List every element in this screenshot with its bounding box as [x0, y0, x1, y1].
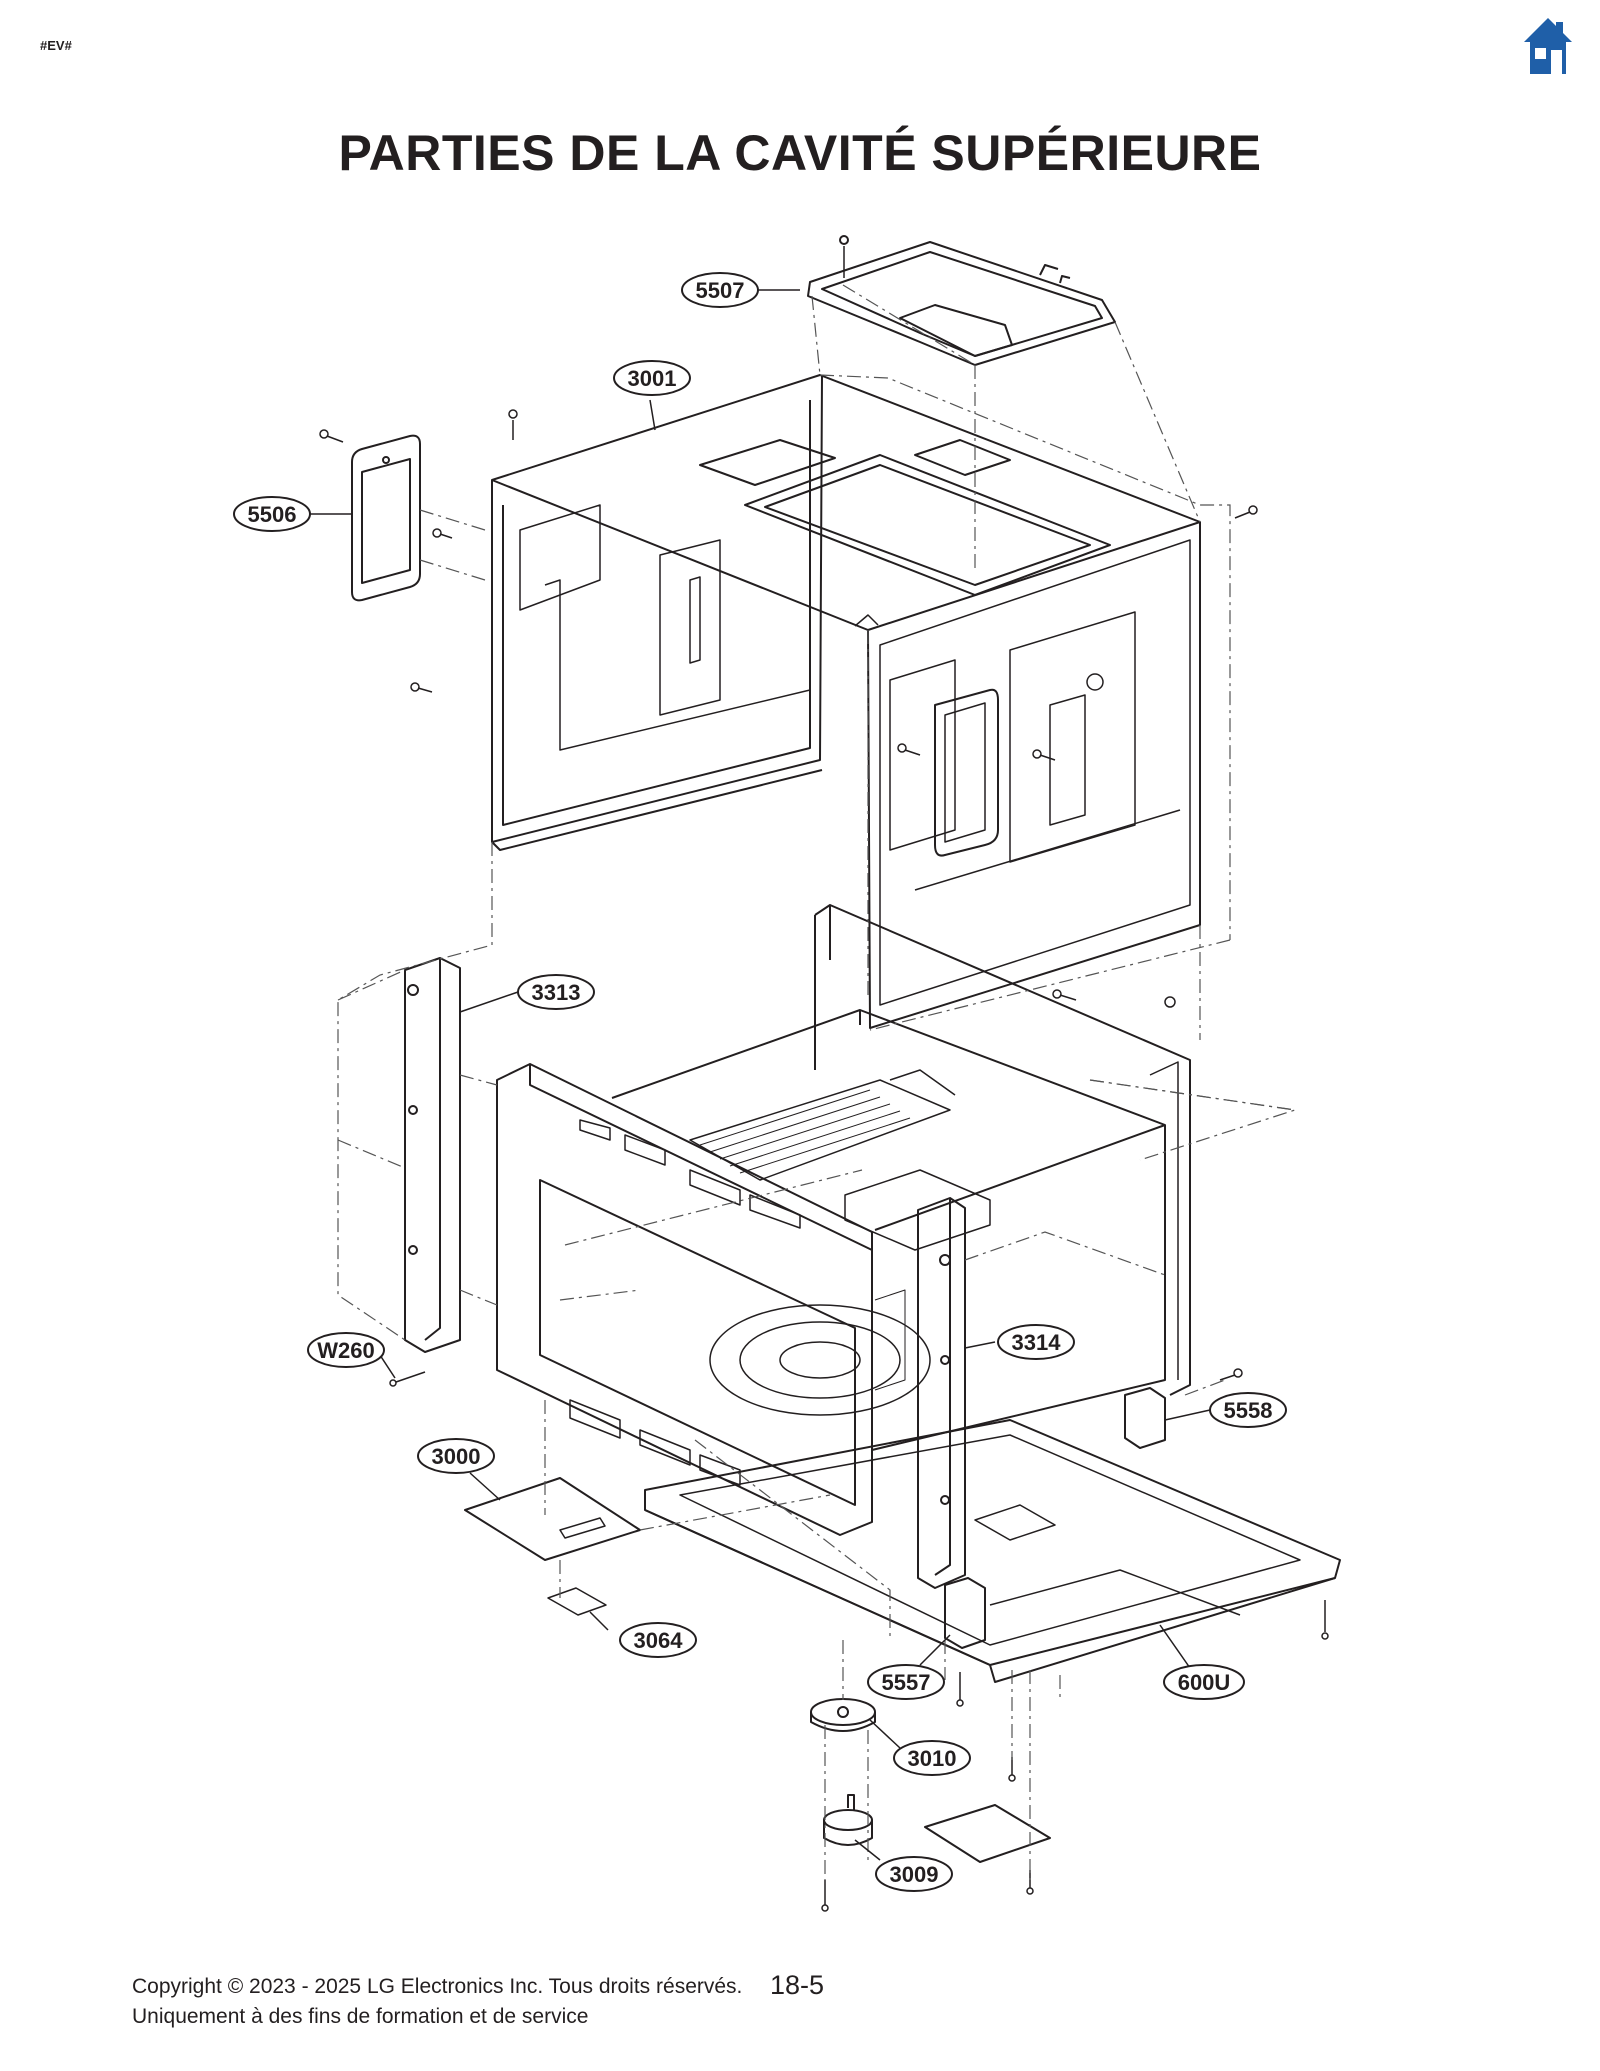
copyright-line-2: Uniquement à des fins de formation et de…: [132, 2005, 589, 2028]
svg-text:3001: 3001: [628, 366, 677, 391]
svg-text:3064: 3064: [634, 1628, 684, 1653]
svg-text:W260: W260: [317, 1338, 374, 1363]
callout-3314: 3314: [997, 1324, 1075, 1360]
callout-3000: 3000: [417, 1438, 495, 1474]
copyright-notice: Copyright © 2023 - 2025 LG Electronics I…: [132, 1972, 742, 2032]
callout-3001: 3001: [613, 360, 691, 396]
part-3314-bracket: [917, 1197, 966, 1589]
svg-text:3010: 3010: [908, 1746, 957, 1771]
svg-text:5558: 5558: [1224, 1398, 1273, 1423]
part-3313-bracket: [404, 957, 461, 1353]
part-3010-coupler: [810, 1698, 876, 1732]
page-number: 18-5: [770, 1970, 825, 2000]
callout-3313: 3313: [517, 974, 595, 1010]
callout-3064: 3064: [619, 1622, 697, 1658]
callout-W260: W260: [307, 1332, 385, 1368]
svg-text:5507: 5507: [696, 278, 745, 303]
part-motor-cover: [924, 1804, 1051, 1863]
svg-text:3009: 3009: [890, 1862, 939, 1887]
document-tag: #EV#: [40, 38, 72, 53]
part-5507-cover: [807, 241, 1116, 366]
part-3001-outer-case: [491, 374, 1201, 1029]
page-title: PARTIES DE LA CAVITÉ SUPÉRIEURE: [338, 125, 1262, 181]
assembly-lines: [337, 284, 1296, 1880]
svg-text:3313: 3313: [532, 980, 581, 1005]
callout-3009: 3009: [875, 1856, 953, 1892]
svg-text:3000: 3000: [432, 1444, 481, 1469]
part-5506-gasket: [351, 434, 421, 602]
part-3009-motor: [823, 1794, 873, 1846]
callout-5557: 5557: [867, 1664, 945, 1700]
part-cavity-frame: [496, 1063, 873, 1536]
leader-lines: [308, 289, 1211, 1861]
part-5558-foot: [1124, 1387, 1166, 1449]
home-icon: [1524, 18, 1572, 74]
part-back-panel: [814, 904, 1191, 1396]
part-3064-pad: [547, 1587, 607, 1616]
part-5557-foot: [944, 1577, 986, 1649]
callout-5507: 5507: [681, 272, 759, 308]
part-cavity-body: [611, 1009, 1166, 1451]
callout-5506: 5506: [233, 496, 311, 532]
copyright-line-1: Copyright © 2023 - 2025 LG Electronics I…: [132, 1975, 743, 1998]
part-600U-base: [644, 1419, 1341, 1683]
callout-3010: 3010: [893, 1740, 971, 1776]
svg-text:5506: 5506: [248, 502, 297, 527]
screws: [319, 409, 1329, 1912]
home-button[interactable]: [1522, 16, 1574, 76]
callout-5558: 5558: [1209, 1392, 1287, 1428]
svg-text:3314: 3314: [1012, 1330, 1062, 1355]
svg-text:5557: 5557: [882, 1670, 931, 1695]
svg-text:600U: 600U: [1178, 1670, 1231, 1695]
part-3000-plate: [464, 1477, 641, 1561]
callout-600U: 600U: [1163, 1664, 1245, 1700]
